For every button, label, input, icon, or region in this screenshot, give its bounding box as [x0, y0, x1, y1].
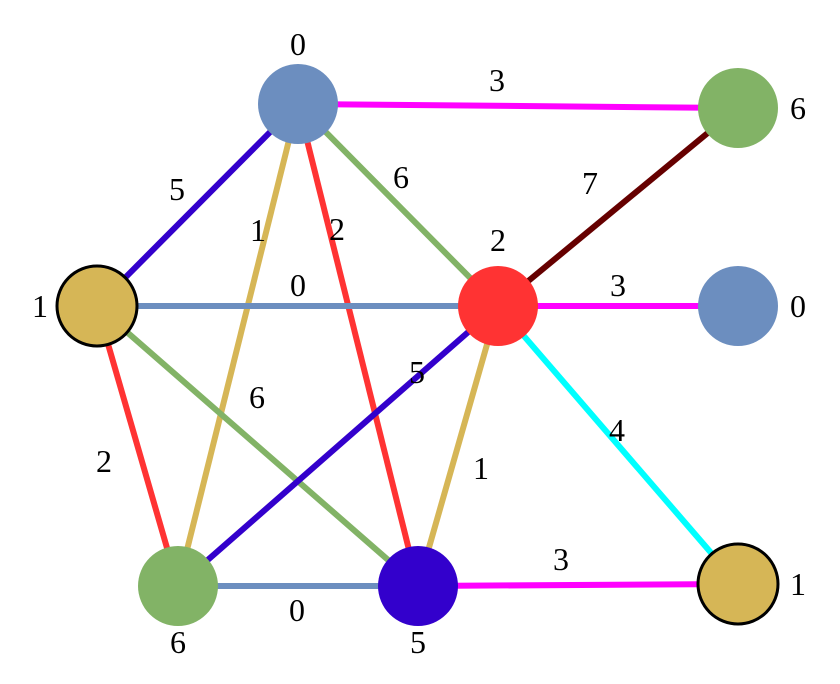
edge-label: 0	[290, 267, 306, 303]
edge-n-bottom-mid-n-right-bottom	[417, 581, 739, 589]
edge-label: 1	[250, 212, 266, 248]
node-label: 6	[790, 90, 806, 126]
edge-n-center-n-bottom-left	[176, 303, 500, 589]
node-n-right-bottom	[696, 542, 780, 626]
node-n-left	[55, 264, 139, 348]
node-label: 2	[490, 222, 506, 258]
edge-label: 6	[249, 379, 265, 415]
node-n-bottom-mid	[378, 546, 458, 626]
node-label: 6	[170, 624, 186, 660]
edge-label: 7	[582, 165, 598, 201]
edge-n-center-n-right-bottom	[495, 304, 741, 586]
edge-label: 2	[329, 211, 345, 247]
edges-layer	[94, 101, 741, 589]
edge-label: 5	[169, 171, 185, 207]
node-label: 1	[790, 566, 806, 602]
edge-n-top-n-center	[295, 101, 501, 309]
edge-n-left-n-bottom-left	[94, 305, 181, 587]
node-label: 0	[290, 26, 306, 62]
edge-n-left-n-bottom-mid	[95, 303, 420, 589]
edge-n-top-n-bottom-left	[175, 103, 301, 587]
edge-label: 6	[393, 159, 409, 195]
edge-label: 2	[96, 443, 112, 479]
node-n-right-mid	[698, 266, 778, 346]
edge-label: 4	[609, 412, 625, 448]
node-n-center	[458, 266, 538, 346]
edge-n-center-n-bottom-mid	[415, 305, 501, 587]
edge-n-top-n-right-top	[297, 101, 739, 111]
node-n-right-top	[698, 68, 778, 148]
edge-label: 5	[409, 354, 425, 390]
edge-label: 3	[553, 541, 569, 577]
node-n-bottom-left	[138, 546, 218, 626]
edge-label: 3	[489, 62, 505, 98]
edge-label: 3	[610, 267, 626, 303]
edge-label: 1	[473, 450, 489, 486]
node-label: 1	[32, 288, 48, 324]
node-n-top	[258, 64, 338, 144]
node-label: 5	[410, 624, 426, 660]
node-label: 0	[790, 288, 806, 324]
nodes-layer	[55, 64, 780, 626]
edge-n-top-n-bottom-mid	[295, 103, 421, 587]
edge-n-center-n-right-top	[496, 105, 740, 309]
edge-n-top-n-left	[94, 101, 301, 309]
edge-label: 0	[289, 592, 305, 628]
